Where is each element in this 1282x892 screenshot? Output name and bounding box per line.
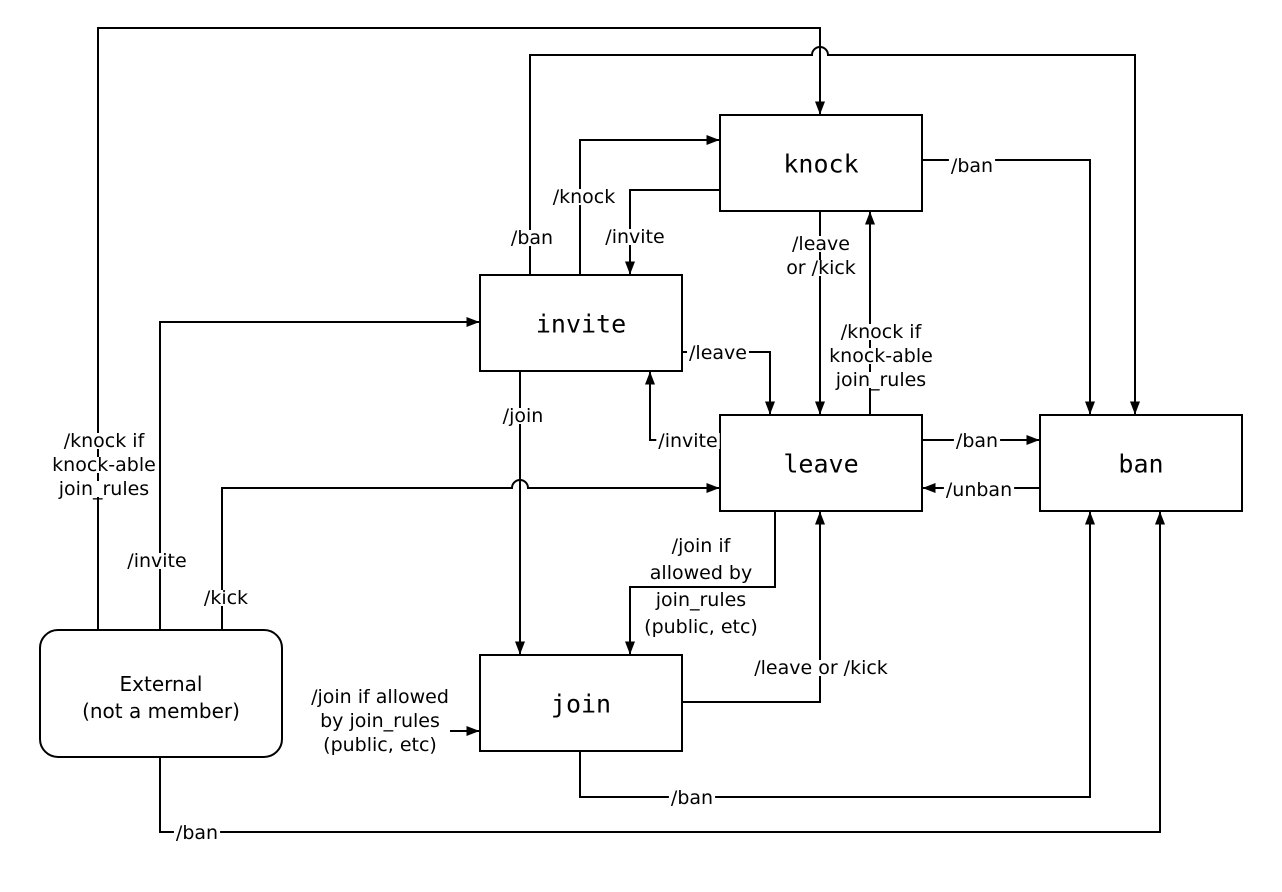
edge-label-background	[55, 481, 152, 497]
node-join-label: join	[551, 690, 611, 719]
edge-label-background	[642, 619, 760, 635]
edge-label-background	[508, 230, 556, 246]
edge-label-invite-join: /join	[503, 405, 544, 427]
node-external-box	[39, 629, 283, 758]
edge-label-external-invite: /invite	[127, 550, 186, 572]
edge-label-join-leave: /leave or /kick	[754, 657, 888, 679]
edge-label-external-knock-2: knock-able	[52, 454, 156, 476]
edge-label-background	[953, 433, 1001, 449]
edge-label-background	[500, 408, 546, 424]
edge-label-leave-join-1: /join if	[672, 535, 732, 557]
edge-label-invite-ban: /ban	[511, 227, 553, 249]
edge-label-background	[125, 553, 189, 569]
edge-label-background	[652, 592, 749, 608]
edge-label-leave-ban: /ban	[956, 430, 998, 452]
edge-label-external-knock-1: /knock if	[64, 430, 146, 452]
edge-invite-knock	[579, 135, 720, 275]
node-knock: knock	[719, 114, 923, 212]
edge-external-ban	[159, 511, 1165, 833]
edge-label-background	[647, 565, 755, 581]
edge-knock-invite	[625, 189, 720, 275]
node-leave-label: leave	[783, 450, 858, 479]
edge-join-ban	[579, 511, 1095, 798]
node-layer: knock invite leave ban join External (no…	[39, 114, 1243, 758]
edge-label-background	[790, 236, 852, 252]
node-ban-label: ban	[1118, 450, 1163, 479]
edge-label-external-join-2: by join_rules	[320, 710, 440, 732]
edge-external-leave	[221, 479, 720, 630]
edge-external-knock	[97, 27, 825, 630]
edge-label-background	[687, 345, 749, 361]
edge-label-knock-invite: /invite	[605, 226, 664, 248]
edge-label-background	[201, 590, 251, 606]
node-leave-box	[719, 414, 923, 512]
node-external-label-line1: External	[120, 672, 203, 696]
node-external: External (not a member)	[39, 629, 283, 758]
edge-label-external-leave: /kick	[204, 587, 248, 609]
edge-label-background	[832, 372, 929, 388]
edge-label-leave-join-2: allowed by	[650, 562, 752, 584]
edge-join-leave	[682, 511, 825, 703]
node-external-label-line2: (not a member)	[82, 699, 240, 723]
edge-label-external-join-3: (public, etc)	[323, 734, 437, 756]
edge-knock-ban	[922, 159, 1095, 415]
edge-label-external-join-1: /join if allowed	[311, 686, 449, 708]
edge-label-background	[550, 189, 618, 205]
edge-label-ban-leave: /unban	[946, 479, 1012, 501]
edge-label-background	[827, 348, 935, 364]
node-leave: leave	[719, 414, 923, 512]
node-ban-box	[1039, 414, 1243, 512]
edge-external-invite	[159, 317, 480, 630]
edge-label-layer: /knock if knock-able join_rules /invite …	[50, 155, 1015, 844]
edge-label-background	[943, 482, 1015, 498]
edge-label-external-knock-3: join_rules	[58, 478, 149, 500]
edge-label-join-ban: /ban	[671, 787, 713, 809]
edge-label-background	[948, 158, 996, 174]
edge-label-background	[668, 790, 716, 806]
edge-label-background	[61, 433, 148, 449]
edge-label-background	[752, 660, 890, 676]
node-invite: invite	[479, 274, 683, 372]
edge-label-leave-knock-3: join_rules	[835, 369, 926, 391]
node-join-box	[479, 654, 683, 752]
node-knock-box	[719, 114, 923, 212]
node-ban: ban	[1039, 414, 1243, 512]
edge-label-background	[321, 737, 439, 753]
edge-label-background	[309, 689, 451, 705]
edge-label-leave-join-4: (public, etc)	[644, 616, 758, 638]
edge-label-background	[173, 825, 221, 841]
edge-label-background	[603, 229, 667, 245]
edge-label-invite-leave: /leave	[689, 342, 747, 364]
edge-label-knock-leave-2: or /kick	[786, 257, 856, 279]
edge-label-knock-ban: /ban	[951, 155, 993, 177]
edge-label-background	[784, 260, 858, 276]
edge-label-invite-knock: /knock	[553, 186, 616, 208]
edge-leave-join	[625, 511, 776, 655]
edge-label-background	[838, 324, 925, 340]
edge-label-leave-join-3: join_rules	[655, 589, 746, 611]
edge-label-leave-knock-1: /knock if	[841, 321, 923, 343]
edge-label-external-ban: /ban	[176, 822, 218, 844]
node-invite-label: invite	[536, 310, 626, 339]
edge-label-background	[50, 457, 158, 473]
edge-label-leave-knock-2: knock-able	[829, 345, 933, 367]
edge-label-leave-invite: /invite	[658, 430, 717, 452]
node-knock-label: knock	[783, 150, 858, 179]
node-join: join	[479, 654, 683, 752]
edge-label-background	[656, 433, 720, 449]
edge-invite-ban	[529, 46, 1140, 415]
edge-label-background	[669, 538, 734, 554]
edge-label-knock-leave-1: /leave	[792, 233, 850, 255]
edge-label-background	[318, 713, 442, 729]
node-invite-box	[479, 274, 683, 372]
